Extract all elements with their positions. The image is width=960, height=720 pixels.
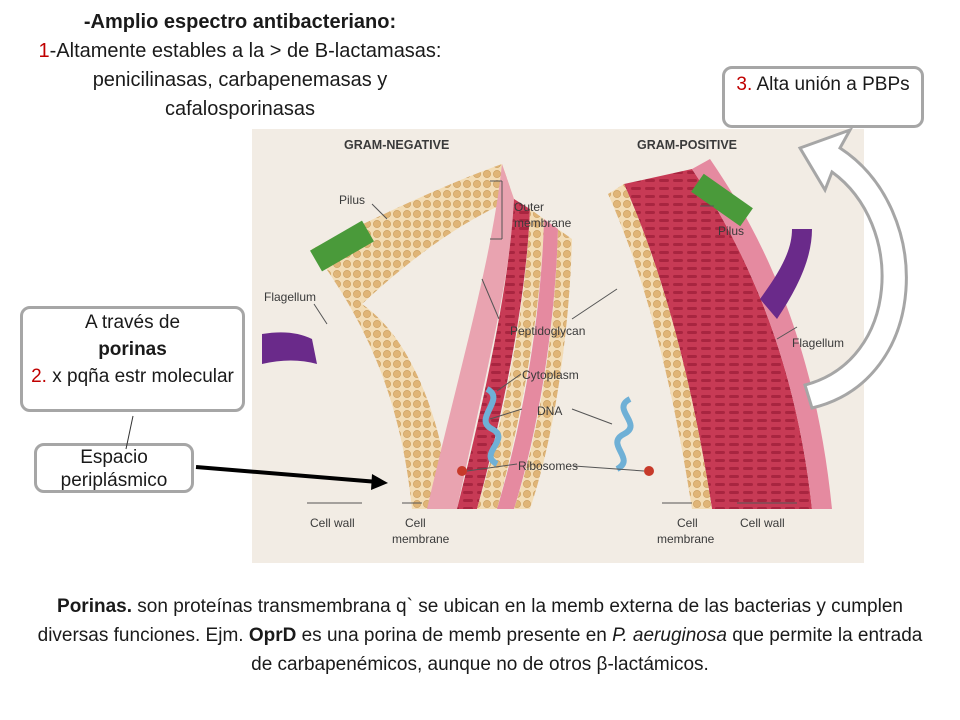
flagellum-left [262, 332, 317, 364]
ribosome-left [457, 466, 467, 476]
dna-strand-left [482, 386, 502, 467]
label-cell-membrane-right-1: Cell [677, 516, 698, 530]
item1-number: 1 [38, 40, 50, 62]
porinas-line1: A través de [84, 312, 181, 333]
title-block: -Amplio espectro antibacteriano: 1-Altam… [20, 8, 460, 124]
label-flagellum-left: Flagellum [264, 290, 316, 304]
label-outer-membrane-1: Outer [514, 200, 544, 214]
pbp-text: Alta unión a PBPs [752, 74, 910, 95]
heading-gram-negative: GRAM-NEGATIVE [344, 138, 449, 152]
porinas-line3-text: x pqña estr molecular [46, 366, 234, 387]
label-peptidoglycan: Peptidoglycan [510, 324, 585, 338]
cell-wall-figure: GRAM-NEGATIVE GRAM-POSITIVE Pilus Outer … [252, 129, 864, 563]
porinas-bold: porinas [98, 339, 167, 360]
callout-espacio-periplasmico: Espacio periplásmico [34, 443, 194, 493]
gram-negative-wall [312, 164, 572, 509]
label-flagellum-right: Flagellum [792, 336, 844, 350]
leader-lines [307, 180, 798, 504]
footer-text-3: que permite la entrada de carbapenémicos… [251, 625, 923, 675]
footer-species: P. aeruginosa [612, 625, 727, 646]
label-cell-membrane-left-2: membrane [392, 532, 450, 546]
gram-positive-wall [608, 159, 832, 509]
title-item-1: 1-Altamente estables a la > de B-lactama… [20, 37, 460, 124]
footer-text-2: es una porina de memb presente en [296, 625, 613, 646]
item1-text: -Altamente estables a la > de B-lactamas… [49, 40, 442, 120]
label-dna: DNA [537, 404, 562, 418]
espacio-text: Espacio periplásmico [60, 447, 168, 491]
footer-text-1: son proteínas transmembrana q` se ubican… [37, 596, 903, 646]
heading-gram-positive: GRAM-POSITIVE [637, 138, 737, 152]
callout-porinas: A través de porinas 2. x pqña estr molec… [20, 306, 245, 412]
label-cell-wall-left: Cell wall [310, 516, 355, 530]
label-cell-membrane-left-1: Cell [405, 516, 426, 530]
pilus-right [691, 173, 753, 227]
ribosome-right [644, 466, 654, 476]
label-pilus-right: Pilus [718, 224, 744, 238]
porinas-number: 2. [31, 366, 47, 387]
footer-paragraph: Porinas. son proteínas transmembrana q` … [28, 592, 932, 679]
label-cytoplasm: Cytoplasm [522, 368, 579, 382]
porinas-line3: 2. x pqña estr molecular [23, 363, 242, 390]
pbp-number: 3. [736, 74, 753, 95]
title: -Amplio espectro antibacteriano: [83, 11, 397, 33]
label-cell-wall-right: Cell wall [740, 516, 785, 530]
pilus-left [310, 220, 374, 272]
callout-pbp: 3. Alta unión a PBPs [722, 66, 924, 128]
footer-bold-oprd: OprD [248, 625, 297, 646]
label-cell-membrane-right-2: membrane [657, 532, 715, 546]
cell-wall-illustration: GRAM-NEGATIVE GRAM-POSITIVE Pilus Outer … [262, 138, 844, 546]
label-pilus-left: Pilus [339, 193, 365, 207]
dna-strand-right [614, 396, 634, 472]
label-outer-membrane-2: membrane [514, 216, 572, 230]
label-ribosomes: Ribosomes [518, 459, 578, 473]
footer-bold-lead: Porinas. [57, 596, 132, 617]
